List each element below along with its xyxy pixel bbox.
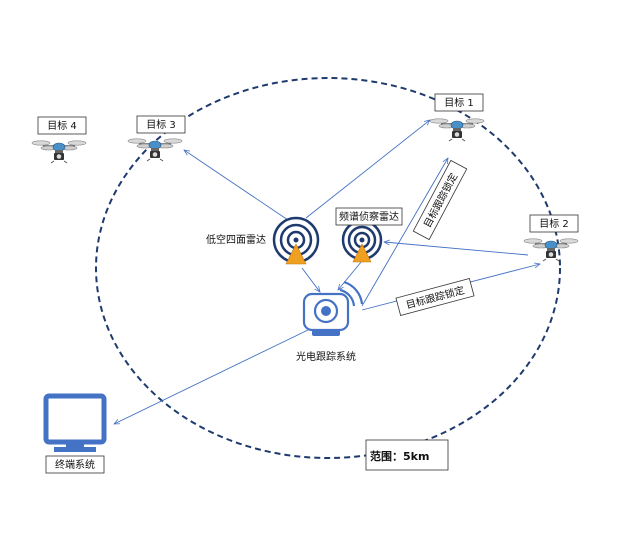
target-4: 目标 4: [31, 116, 87, 164]
arrow-optical-to-terminal: [114, 329, 309, 424]
radar-icon: [341, 219, 383, 263]
arrow-low-radar-to-target-3: [184, 150, 289, 221]
drone-icon: [31, 140, 87, 164]
spectrum-radar-label: 频谱侦察雷达: [339, 210, 399, 223]
terminal-label: 终端系统: [55, 458, 95, 471]
arrow-low-radar-to-target-1: [305, 120, 430, 219]
terminal-system: 终端系统: [43, 393, 107, 474]
drone-icon: [523, 238, 579, 262]
electro-optical-label: 光电跟踪系统: [296, 350, 356, 363]
arrow-optical-to-target-1: [361, 158, 448, 307]
lock-label-lower: 目标跟踪锁定: [395, 277, 475, 317]
target-1: 目标 1: [429, 93, 485, 142]
target-3-label: 目标 3: [146, 119, 176, 131]
target-2-label: 目标 2: [539, 218, 569, 230]
range-box: 范围：5km: [365, 439, 449, 471]
radar-icon: [272, 216, 320, 265]
drone-icon: [429, 118, 485, 142]
arrow-low-radar-to-optical: [301, 267, 320, 292]
connections: [114, 120, 540, 424]
drone-icon: [127, 138, 183, 162]
low-altitude-radar: 低空四面雷达: [206, 216, 320, 265]
range-label: 范围：5km: [370, 449, 429, 463]
range-circle: [95, 77, 561, 459]
spectrum-radar: 频谱侦察雷达: [335, 207, 403, 263]
target-2: 目标 2: [523, 214, 579, 262]
optical-tracker-icon: [302, 280, 364, 336]
target-3: 目标 3: [127, 115, 186, 162]
low-altitude-radar-label: 低空四面雷达: [206, 233, 266, 246]
target-1-label: 目标 1: [444, 97, 474, 109]
monitor-icon: [43, 393, 107, 452]
arrow-target-2-to-spectrum-radar: [384, 242, 529, 256]
target-4-label: 目标 4: [47, 120, 77, 132]
electro-optical-system: 光电跟踪系统: [296, 280, 364, 363]
